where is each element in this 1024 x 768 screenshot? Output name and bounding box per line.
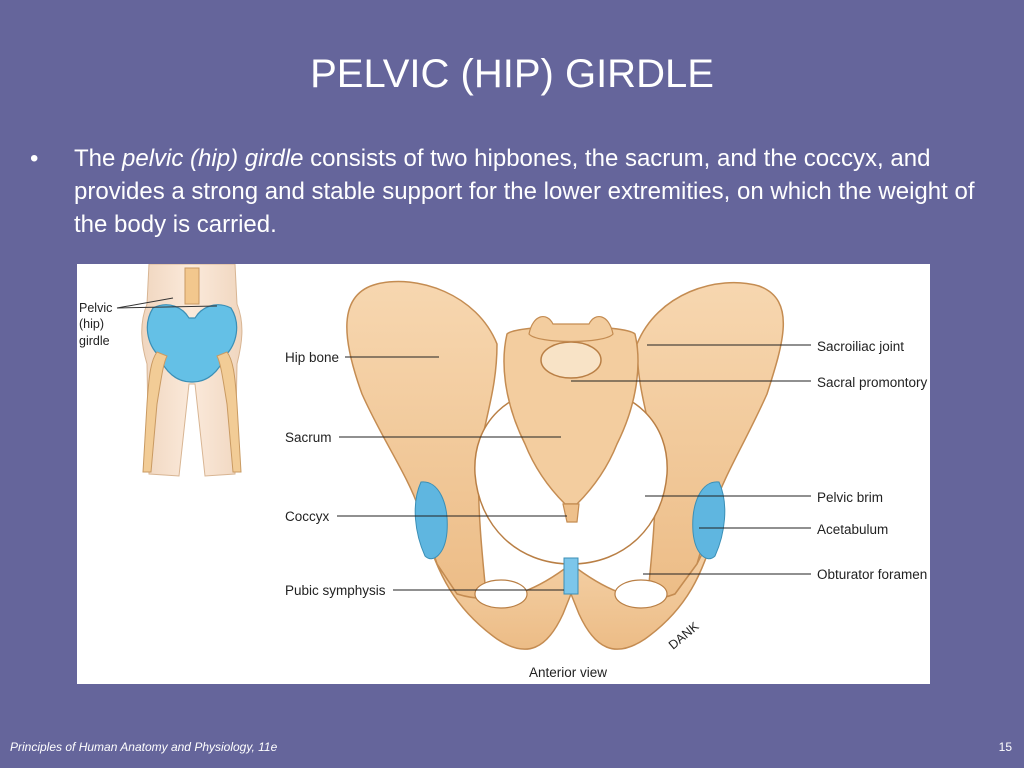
figure-caption: Anterior view	[529, 665, 607, 680]
pelvis-drawing: DANK	[346, 280, 784, 652]
label-obturator-foramen: Obturator foramen	[817, 567, 927, 582]
bullet-item: • The pelvic (hip) girdle consists of two…	[28, 142, 988, 241]
bullet-text-italic: pelvic (hip) girdle	[122, 145, 304, 172]
inset-femur-left	[142, 351, 168, 473]
artist-signature: DANK	[666, 619, 702, 652]
body-inset: Pelvic (hip) girdle	[79, 264, 243, 477]
inset-leader-2	[116, 305, 218, 309]
label-sacroiliac-joint: Sacroiliac joint	[817, 339, 904, 354]
inset-leader-1	[116, 297, 174, 309]
left-obturator-foramen	[474, 579, 528, 609]
left-ilium	[346, 280, 498, 606]
sacral-base-disc	[540, 341, 602, 379]
bullet-text-start: The	[74, 145, 123, 172]
pelvis-illustration: Pelvic (hip) girdle DANK	[79, 264, 928, 680]
page-number: 15	[998, 740, 1012, 754]
sacrum	[503, 325, 639, 505]
footer-source: Principles of Human Anatomy and Physiolo…	[10, 740, 278, 754]
label-acetabulum: Acetabulum	[817, 522, 888, 537]
pubic-symphysis-cartilage	[563, 557, 579, 595]
label-pelvic-brim: Pelvic brim	[817, 490, 883, 505]
inset-label-line1: Pelvic	[79, 301, 112, 315]
inset-label-line3: girdle	[79, 334, 110, 348]
label-hip-bone: Hip bone	[285, 350, 339, 365]
right-acetabulum	[692, 481, 726, 560]
bullet-marker: •	[30, 145, 39, 172]
slide-title: PELVIC (HIP) GIRDLE	[310, 52, 714, 96]
leader-lines	[337, 344, 811, 591]
lumbar-vertebra	[528, 316, 614, 343]
label-coccyx: Coccyx	[285, 509, 330, 524]
right-obturator-foramen	[614, 579, 668, 609]
bullet-list: • The pelvic (hip) girdle consists of two…	[28, 142, 988, 241]
left-acetabulum	[414, 481, 448, 560]
label-sacral-promontory: Sacral promontory	[817, 375, 928, 390]
inset-femur-right	[216, 351, 242, 473]
inset-spine	[184, 267, 200, 305]
label-sacrum: Sacrum	[285, 430, 332, 445]
pelvis-figure: Pelvic (hip) girdle DANK	[77, 264, 930, 684]
inset-label-line2: (hip)	[79, 317, 104, 331]
bullet-text-end: consists of two hipbones, the sacrum, an…	[74, 145, 975, 238]
label-pubic-symphysis: Pubic symphysis	[285, 583, 386, 598]
